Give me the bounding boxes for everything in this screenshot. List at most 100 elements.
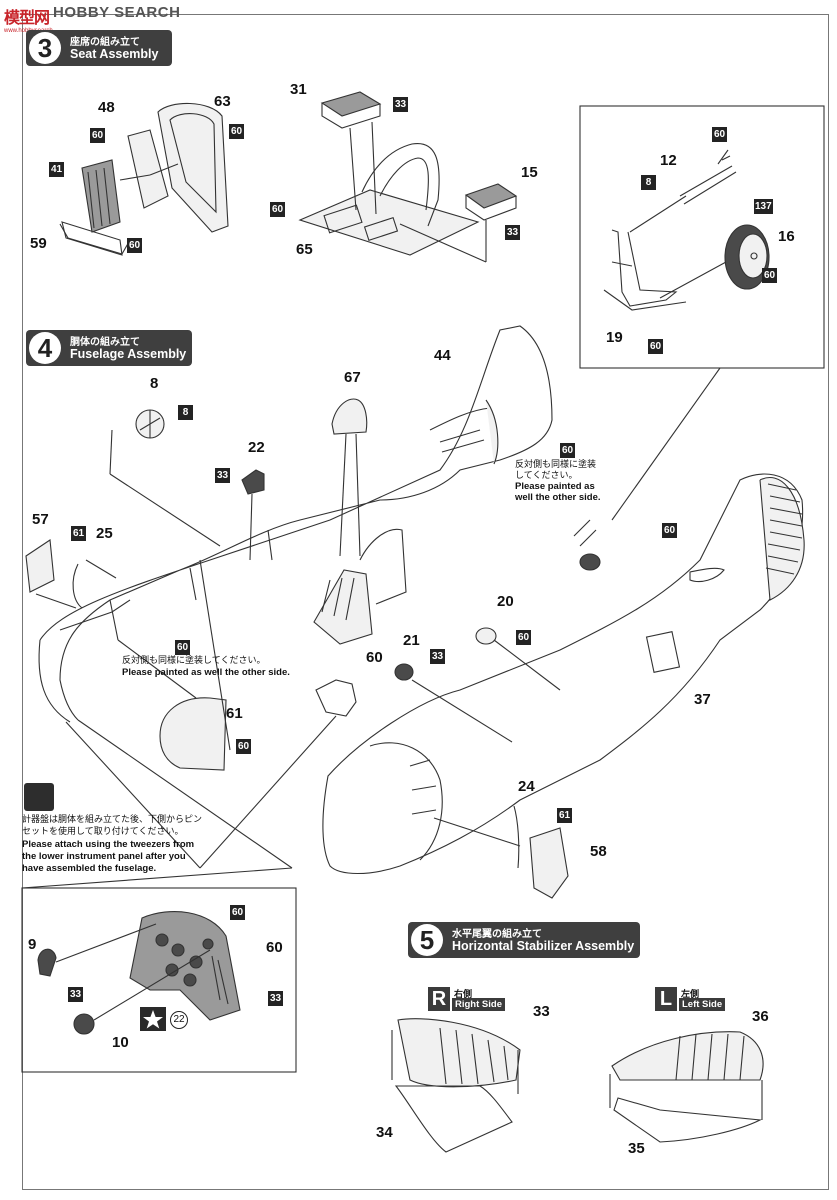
box-part-15-drawing (464, 183, 518, 221)
part-number-10: 10 (112, 1034, 129, 1051)
fuselage-seat-drawing (313, 528, 407, 645)
part-number-25: 25 (96, 525, 113, 542)
part-number-16: 16 (778, 228, 795, 245)
color-code-60: 60 (762, 268, 777, 283)
panel-note-en-line1: Please attach using the tweezers from (22, 839, 195, 850)
part-number-19: 19 (606, 329, 623, 346)
left-side-jp: 左側 (681, 990, 700, 1000)
color-code-60: 60 (712, 127, 727, 142)
watermark-cn-text: 模型网 (4, 8, 50, 27)
part-21-drawing (394, 663, 414, 681)
step-3-title-en: Seat Assembly (70, 47, 159, 61)
color-code-33: 33 (68, 987, 83, 1002)
part-61-drawing (159, 697, 227, 771)
tip-brush-icon (24, 783, 54, 811)
color-code-33: 33 (268, 991, 283, 1006)
part-number-58: 58 (590, 843, 607, 860)
paint-note-en: Please painted as well the other side. (122, 667, 290, 678)
part-20-drawing (475, 627, 497, 645)
step-3-title-jp: 座席の組み立て (70, 37, 140, 48)
part-24-drawing (513, 805, 520, 869)
color-code-61: 61 (71, 526, 86, 541)
part-number-67: 67 (344, 369, 361, 386)
part-number-22: 22 (248, 439, 265, 456)
color-code-60: 60 (90, 128, 105, 143)
color-code-61: 61 (557, 808, 572, 823)
panel-note-jp-line2: セットを使用して取り付けてください。 (22, 827, 184, 837)
part-number-33: 33 (533, 1003, 550, 1020)
color-code-60: 60 (270, 202, 285, 217)
right-side-en: Right Side (452, 998, 505, 1011)
part-number-65: 65 (296, 241, 313, 258)
color-code-8: 8 (641, 175, 656, 190)
part-number-21: 21 (403, 632, 420, 649)
part-number-60: 60 (366, 649, 383, 666)
left-side-letter: L (655, 987, 677, 1011)
color-code-60: 60 (230, 905, 245, 920)
color-code-60: 60 (648, 339, 663, 354)
instrument-panel-drawing (129, 910, 241, 1021)
paint-note-jp: 反対側も同様に塗装してください。 (122, 656, 266, 666)
part-number-59: 59 (30, 235, 47, 252)
paint-note-jp-line1: 反対側も同様に塗装 (515, 460, 597, 470)
color-code-60: 60 (175, 640, 190, 655)
step-3-banner: 3 座席の組み立て Seat Assembly (26, 30, 172, 66)
part-number-61: 61 (226, 705, 243, 722)
star-icon (143, 1010, 163, 1029)
fuselage-left-drawing (38, 325, 553, 723)
step-5-title-en: Horizontal Stabilizer Assembly (452, 939, 635, 953)
decal-star-icon (140, 1007, 166, 1031)
color-code-137: 137 (754, 199, 773, 214)
part-25-drawing (72, 563, 83, 609)
stabilizer-right-drawing (391, 1018, 521, 1153)
cockpit-floor-drawing (298, 142, 480, 256)
decal-number: 22 (170, 1011, 188, 1029)
part-number-15: 15 (521, 164, 538, 181)
color-code-33: 33 (215, 468, 230, 483)
color-code-60: 60 (127, 238, 142, 253)
color-code-60: 60 (229, 124, 244, 139)
part-number-37: 37 (694, 691, 711, 708)
panel-note-en-line2: the lower instrument panel after you (22, 851, 186, 862)
seat-back-plate-drawing (127, 129, 169, 209)
step-4-banner: 4 胴体の組み立て Fuselage Assembly (26, 330, 192, 366)
color-code-41: 41 (49, 162, 64, 177)
part-57-drawing (25, 539, 55, 593)
part-number-24: 24 (518, 778, 535, 795)
part-number-31: 31 (290, 81, 307, 98)
part-number-9: 9 (28, 936, 37, 953)
part-9-drawing (37, 948, 57, 977)
box-part-31-drawing (320, 91, 382, 129)
left-side-en: Left Side (679, 998, 726, 1011)
step-4-number: 4 (29, 332, 61, 364)
part-58-drawing (529, 827, 569, 899)
part-67-drawing (331, 398, 368, 435)
part-number-63: 63 (214, 93, 231, 110)
part-number-60b: 60 (266, 939, 283, 956)
left-side-tag: L 左側 Left Side (655, 987, 745, 1011)
paint-note-en-line2: well the other side. (515, 492, 601, 503)
part-number-35: 35 (628, 1140, 645, 1157)
step-5-number: 5 (411, 924, 443, 956)
stabilizer-left-drawing (609, 1031, 764, 1143)
step-4-title-en: Fuselage Assembly (70, 347, 187, 361)
panel-note-jp-line1: 計器盤は胴体を組み立てた後、下側からピン (22, 815, 203, 825)
part-number-57: 57 (32, 511, 49, 528)
part-number-34: 34 (376, 1124, 393, 1141)
color-code-60: 60 (516, 630, 531, 645)
color-code-60: 60 (560, 443, 575, 458)
part-number-20: 20 (497, 593, 514, 610)
color-code-33: 33 (393, 97, 408, 112)
seat-part-drawing (59, 159, 131, 256)
color-code-60: 60 (236, 739, 251, 754)
part-60-drawing (315, 679, 357, 717)
step-5-title-jp: 水平尾翼の組み立て (452, 929, 542, 940)
right-side-tag: R 右側 Right Side (428, 987, 518, 1011)
part-number-48: 48 (98, 99, 115, 116)
step-5-banner: 5 水平尾翼の組み立て Horizontal Stabilizer Assemb… (408, 922, 640, 958)
color-code-33: 33 (505, 225, 520, 240)
right-side-jp: 右側 (454, 990, 473, 1000)
part-10-drawing (73, 1013, 95, 1035)
